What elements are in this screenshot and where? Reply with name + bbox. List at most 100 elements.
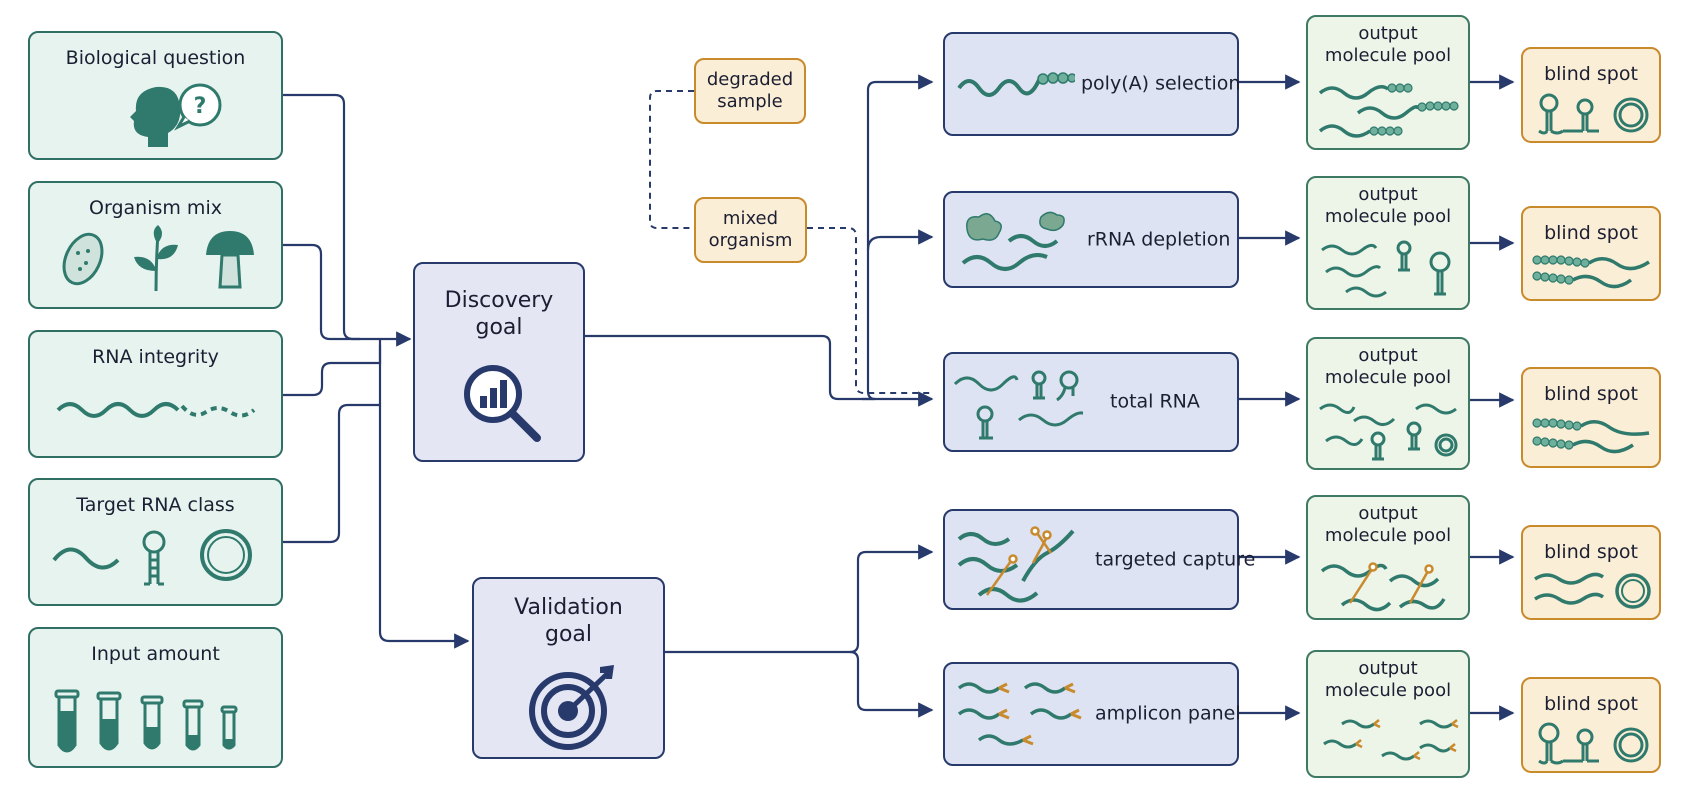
polya-tail-icon bbox=[1532, 255, 1650, 289]
dashed-degraded-mixed bbox=[649, 90, 694, 229]
organism-mix-label: Organism mix bbox=[89, 197, 222, 219]
input-biological-question: Biological question ? bbox=[28, 31, 283, 160]
amplicon-panel-label: amplicon panel bbox=[1095, 702, 1241, 725]
wave-circular-icon bbox=[1534, 572, 1651, 609]
head-question-icon: ? bbox=[130, 83, 222, 147]
discovery-goal-line1: Discovery bbox=[444, 288, 554, 313]
polya-tail-icon bbox=[1532, 418, 1650, 454]
wire-integrity-discovery bbox=[283, 345, 382, 397]
capture-probe-icon bbox=[957, 526, 1075, 603]
circular-rna-icon bbox=[200, 529, 252, 581]
polya-pool-icon bbox=[1318, 83, 1459, 138]
blind-spot-label: blind spot bbox=[1544, 383, 1638, 405]
blind-spot-capture: blind spot bbox=[1521, 525, 1661, 620]
targeted-capture-label: targeted capture bbox=[1095, 547, 1256, 570]
blind-spot-label: blind spot bbox=[1544, 63, 1638, 85]
rna-wave-icon bbox=[52, 547, 120, 570]
dashed-mixed-total bbox=[807, 227, 930, 394]
method-targeted-capture: targeted capture bbox=[943, 509, 1255, 610]
rna-hairpin-icon bbox=[142, 530, 166, 586]
total-rna-label: total RNA bbox=[1110, 390, 1200, 413]
hairpin-circular-icon bbox=[1538, 93, 1649, 135]
input-amount-label: Input amount bbox=[91, 643, 220, 665]
wire-branch-rrna bbox=[866, 229, 934, 251]
input-organism-mix: Organism mix bbox=[28, 181, 283, 309]
svg-text:?: ? bbox=[194, 94, 207, 119]
pool-line1: output bbox=[1358, 184, 1418, 205]
amplicon-icon bbox=[957, 682, 1082, 746]
input-rna-integrity: RNA integrity bbox=[28, 330, 283, 458]
target-rna-class-label: Target RNA class bbox=[76, 494, 235, 516]
rrna-blob-icon bbox=[961, 211, 1065, 271]
wire-question-discovery bbox=[283, 93, 412, 347]
mixed-organism-condition: mixed organism bbox=[694, 197, 807, 263]
wire-validation-split bbox=[665, 544, 934, 654]
method-total-rna: total RNA bbox=[943, 352, 1239, 452]
rna-wave-icon bbox=[56, 402, 256, 418]
bacterium-icon bbox=[62, 232, 104, 286]
pool-line1: output bbox=[1358, 503, 1418, 524]
discovery-goal-line2: goal bbox=[475, 314, 523, 340]
pool-line2: molecule pool bbox=[1324, 205, 1452, 227]
polya-rna-icon bbox=[957, 72, 1075, 97]
amplicon-pool-icon bbox=[1323, 719, 1459, 761]
mixed-organism-label: mixed organism bbox=[696, 208, 805, 252]
blind-spot-amplicon: blind spot bbox=[1521, 677, 1661, 773]
mixed-line1: mixed bbox=[722, 208, 779, 230]
degraded-sample-label: degraded sample bbox=[696, 69, 804, 113]
plant-icon bbox=[134, 225, 178, 292]
tube-icon bbox=[54, 689, 238, 753]
biological-question-label: Biological question bbox=[65, 47, 246, 69]
degraded-line1: degraded bbox=[706, 69, 794, 91]
pool-line1: output bbox=[1358, 658, 1418, 679]
wire-discovery-total bbox=[585, 334, 934, 407]
discovery-goal-label: Discovery goal bbox=[415, 288, 583, 342]
wire-validation-amplicon bbox=[849, 650, 934, 718]
mixed-line2: organism bbox=[708, 230, 793, 251]
pool-line2: molecule pool bbox=[1324, 524, 1452, 546]
pool-line1: output bbox=[1358, 23, 1418, 44]
blind-spot-label: blind spot bbox=[1544, 222, 1638, 244]
blind-spot-total: blind spot bbox=[1521, 367, 1661, 468]
method-amplicon-panel: amplicon panel bbox=[943, 662, 1241, 766]
mushroom-icon bbox=[206, 231, 254, 289]
pool-line2: molecule pool bbox=[1324, 366, 1452, 388]
target-icon bbox=[529, 665, 614, 750]
pool-line2: molecule pool bbox=[1324, 679, 1452, 701]
blind-spot-rrna: blind spot bbox=[1521, 206, 1661, 301]
validation-goal-line2: goal bbox=[544, 621, 593, 647]
wire-trunk-validation bbox=[378, 339, 470, 649]
discovery-goal-box: Discovery goal bbox=[413, 262, 585, 462]
validation-goal-line1: Validation bbox=[514, 595, 623, 620]
capture-pool-icon bbox=[1320, 562, 1446, 612]
pool-line2: molecule pool bbox=[1324, 44, 1452, 66]
wire-branch-polya bbox=[862, 74, 934, 401]
validation-goal-label: Validation goal bbox=[474, 595, 663, 649]
degraded-sample-condition: degraded sample bbox=[694, 58, 806, 124]
pool-line1: output bbox=[1358, 345, 1418, 366]
hairpin-circular-icon bbox=[1538, 722, 1649, 765]
polya-selection-label: poly(A) selection bbox=[1081, 72, 1241, 95]
rrna-depletion-label: rRNA depletion bbox=[1087, 227, 1231, 250]
blind-spot-polya: blind spot bbox=[1521, 47, 1661, 143]
degraded-line2: sample bbox=[717, 91, 783, 112]
wire-organism-discovery bbox=[283, 243, 360, 341]
rrna-pool-icon bbox=[1321, 240, 1451, 298]
validation-goal-box: Validation goal bbox=[472, 577, 665, 759]
total-pool-icon bbox=[1319, 403, 1458, 461]
input-target-rna-class: Target RNA class bbox=[28, 478, 283, 606]
method-rrna-depletion: rRNA depletion bbox=[943, 191, 1239, 288]
rna-integrity-label: RNA integrity bbox=[92, 346, 219, 368]
wire-target-discovery bbox=[283, 403, 380, 544]
